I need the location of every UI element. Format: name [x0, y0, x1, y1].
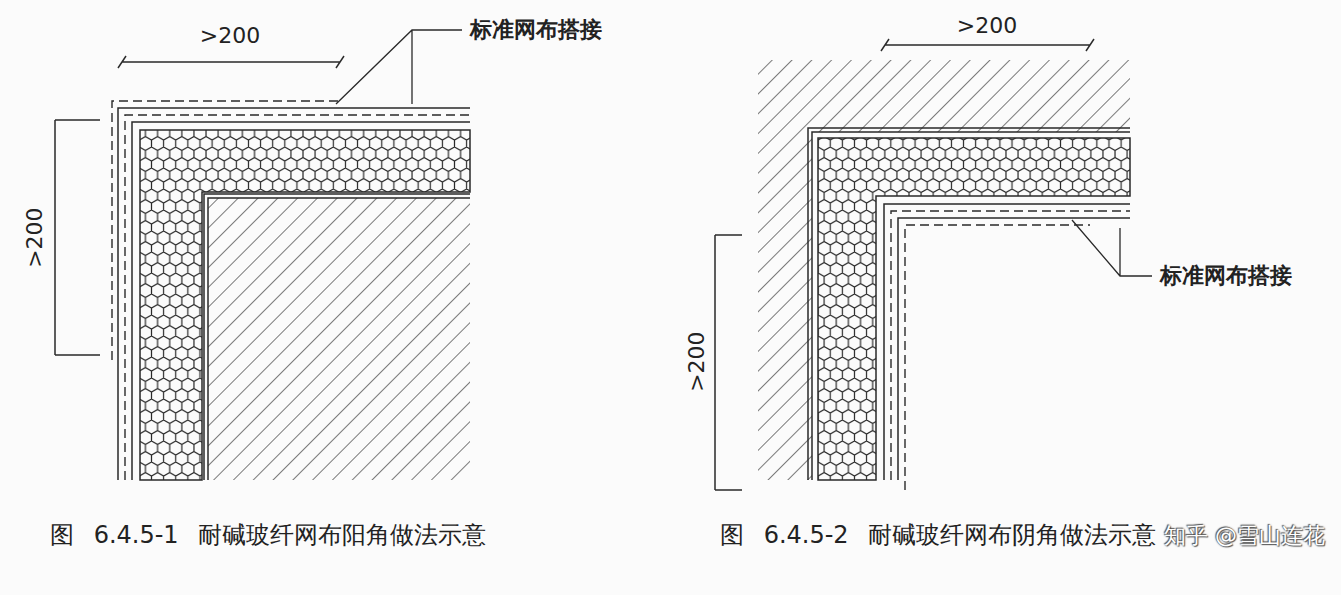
dimension-label: >200	[200, 23, 260, 48]
figure-caption: 图 6.4.5-1 耐碱玻纤网布阳角做法示意	[50, 522, 486, 550]
wall-hatch	[208, 198, 470, 480]
finish-layer	[898, 218, 1130, 480]
dimension-line	[55, 120, 100, 355]
overlap-mesh	[905, 225, 1090, 490]
watermark: 知乎 @雪山连花	[1164, 523, 1325, 548]
mortar-layer	[132, 122, 470, 480]
leader-line	[1072, 220, 1152, 276]
dimension-line	[881, 39, 1094, 51]
finish-layer	[118, 108, 470, 480]
wall-hatch	[758, 60, 1130, 480]
wall-surface	[808, 128, 1130, 480]
insulation-board	[818, 138, 1130, 480]
outer-corner-figure	[55, 30, 470, 480]
mesh-layer	[125, 115, 470, 480]
dimension-label: >200	[957, 13, 1017, 38]
insulation-ground	[140, 130, 470, 480]
dimension-line	[715, 235, 742, 490]
figure-caption: 图 6.4.5-2 耐碱玻纤网布阴角做法示意	[720, 522, 1156, 550]
leader-label: 标准网布搭接	[1158, 263, 1294, 288]
dimension-label: >200	[683, 332, 708, 392]
inner-corner-figure	[715, 39, 1152, 490]
leader-label: 标准网布搭接	[468, 17, 604, 42]
overlap-mesh	[112, 101, 340, 360]
dimension-label: >200	[22, 208, 47, 268]
dimension-line	[118, 56, 344, 68]
mesh-layer	[891, 211, 1130, 480]
insulation-board	[140, 130, 470, 480]
wall-surface	[204, 194, 470, 480]
insulation-ground	[818, 138, 1130, 480]
leader-line	[336, 30, 462, 104]
